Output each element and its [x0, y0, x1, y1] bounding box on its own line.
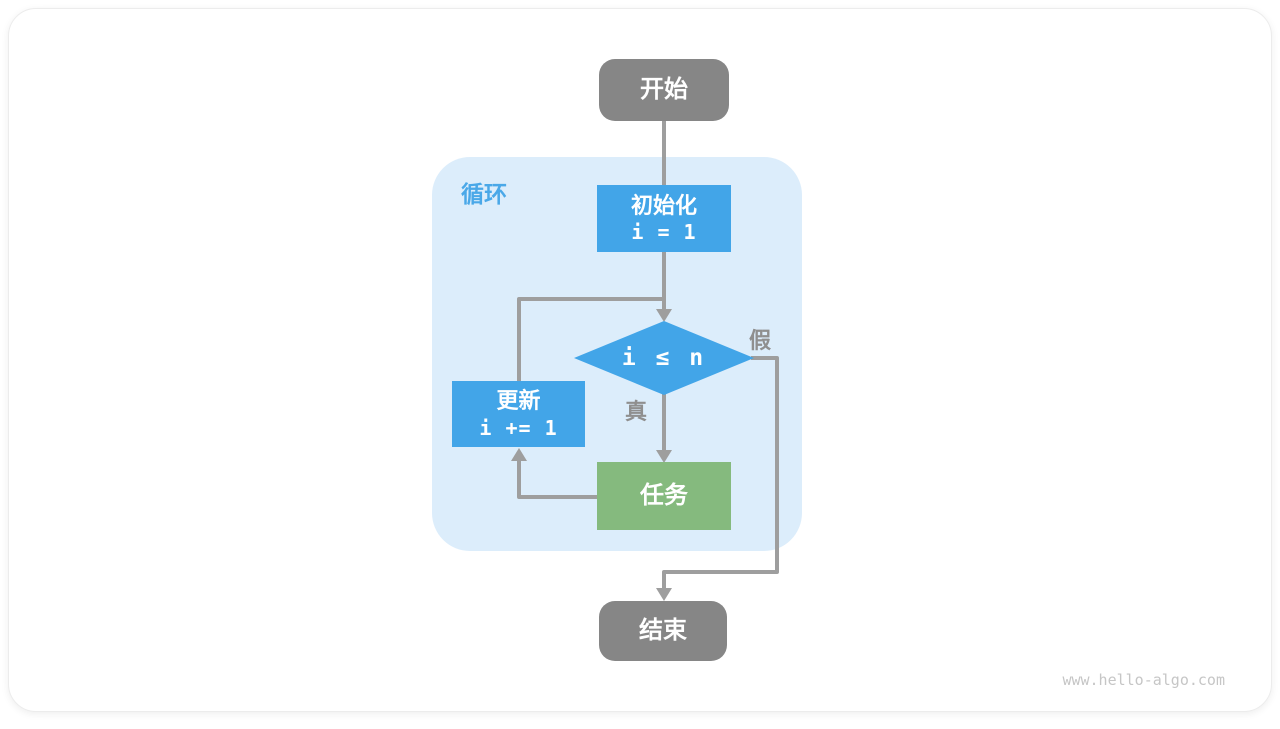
flow-connectors — [511, 119, 779, 601]
canvas-card: 循环 开始 初始化 i = 1 i ≤ n 真 假 更新 i += 1 任务 结 — [8, 8, 1272, 712]
condition-diamond — [574, 321, 754, 395]
connector-task-update — [517, 461, 599, 499]
start-node: 开始 — [599, 59, 729, 121]
start-node-label: 开始 — [640, 76, 688, 103]
loop-label: 循环 — [461, 181, 507, 207]
arrowhead-into-condition — [656, 309, 672, 322]
arrowhead-into-update — [511, 448, 527, 461]
update-node: 更新 i += 1 — [452, 381, 585, 447]
init-node-code: i = 1 — [631, 220, 697, 245]
connector-update-merge — [517, 297, 664, 383]
watermark: www.hello-algo.com — [1062, 671, 1225, 689]
branch-true-label: 真 — [625, 399, 648, 424]
arrowhead-into-task — [656, 450, 672, 463]
end-node-label: 结束 — [639, 617, 687, 644]
update-node-title: 更新 — [496, 388, 541, 414]
task-node: 任务 — [597, 462, 731, 530]
init-node-title: 初始化 — [630, 192, 697, 218]
branch-false-label: 假 — [749, 328, 772, 353]
condition-label: i ≤ n — [621, 345, 707, 371]
task-node-label: 任务 — [640, 482, 688, 509]
end-node: 结束 — [599, 601, 727, 661]
connector-condition-end — [662, 356, 779, 589]
update-node-code: i += 1 — [479, 415, 558, 440]
init-node: 初始化 i = 1 — [597, 185, 731, 252]
arrowhead-into-end — [656, 588, 672, 601]
